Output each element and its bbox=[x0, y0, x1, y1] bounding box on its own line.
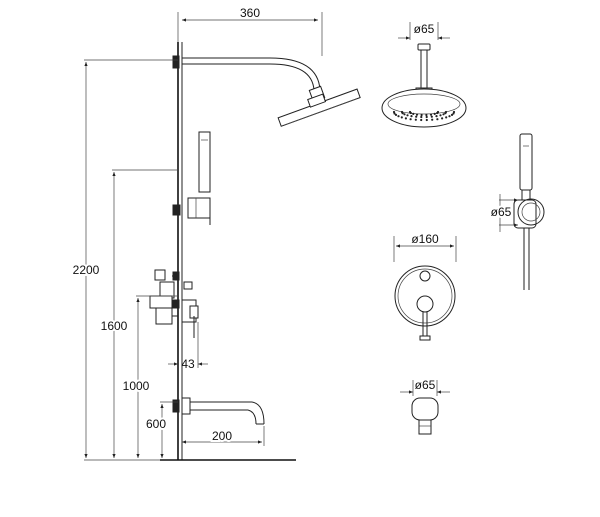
nozzle-dot bbox=[394, 113, 398, 116]
side-elevation bbox=[84, 42, 361, 461]
hand-shower-side bbox=[172, 131, 211, 225]
label-total-height: 2200 bbox=[73, 263, 100, 277]
nozzle-dot bbox=[439, 114, 442, 117]
label-mixer-depth: 43 bbox=[181, 357, 195, 371]
nozzle-dot bbox=[433, 112, 436, 115]
dimension-mixer-height: 1000 bbox=[121, 298, 152, 458]
dimension-arm-length: 360 bbox=[177, 6, 323, 56]
nozzle-dot bbox=[415, 115, 418, 118]
dimension-mixer-depth: 43 bbox=[168, 322, 208, 371]
nozzle-dot bbox=[414, 118, 417, 121]
hand-shower-front: ø65 bbox=[489, 133, 545, 290]
label-mixer-plate-dia: ø160 bbox=[411, 232, 439, 246]
nozzle-dot bbox=[393, 112, 396, 115]
nozzle-dot bbox=[410, 115, 413, 118]
shower-head-front: ø65 bbox=[381, 22, 467, 128]
label-spout-length: 200 bbox=[212, 429, 232, 443]
nozzle-dot bbox=[448, 115, 451, 118]
nozzle-dot bbox=[409, 118, 412, 121]
nozzle-dot bbox=[401, 112, 404, 115]
bath-spout-side bbox=[172, 397, 265, 425]
dimension-handshower-height: 1600 bbox=[99, 172, 130, 458]
nozzle-dot bbox=[403, 113, 406, 116]
label-head-flange-dia: ø65 bbox=[414, 22, 435, 36]
nozzle-dot bbox=[409, 111, 412, 115]
nozzle-dot bbox=[420, 118, 423, 122]
nozzle-dot bbox=[420, 115, 423, 119]
nozzle-dot bbox=[412, 112, 415, 115]
nozzle-pattern bbox=[392, 110, 456, 122]
dimension-spout-height: 600 bbox=[144, 404, 168, 458]
label-spout-height: 600 bbox=[146, 417, 166, 431]
label-spout-flange-dia: ø65 bbox=[415, 378, 436, 392]
nozzle-dot bbox=[431, 118, 434, 121]
nozzle-dot bbox=[441, 117, 444, 120]
shower-arm bbox=[172, 55, 326, 103]
spout-front: ø65 bbox=[400, 378, 450, 435]
nozzle-dot bbox=[429, 113, 433, 116]
label-handshower-height: 1600 bbox=[101, 319, 128, 333]
nozzle-dot bbox=[400, 116, 403, 119]
nozzle-dot bbox=[444, 110, 448, 114]
label-arm-length: 360 bbox=[240, 6, 260, 20]
nozzle-dot bbox=[406, 114, 409, 117]
shower-head-side bbox=[277, 88, 361, 127]
dimension-total-height: 2200 bbox=[71, 62, 102, 458]
nozzle-dot bbox=[430, 115, 433, 118]
label-mixer-height: 1000 bbox=[123, 379, 150, 393]
nozzle-dot bbox=[415, 113, 419, 116]
nozzle-dot bbox=[397, 115, 400, 118]
nozzle-dot bbox=[436, 110, 440, 114]
nozzle-dot bbox=[450, 113, 454, 116]
nozzle-dot bbox=[404, 117, 407, 120]
mixer-body-side bbox=[149, 269, 199, 338]
nozzle-dot bbox=[442, 113, 445, 116]
nozzle-dot bbox=[425, 118, 428, 122]
nozzle-dot bbox=[435, 115, 438, 118]
nozzle-dot bbox=[420, 113, 423, 117]
label-handshower-flange-dia: ø65 bbox=[491, 205, 512, 219]
nozzle-dot bbox=[436, 118, 439, 121]
nozzle-dot bbox=[452, 110, 456, 114]
nozzle-dot bbox=[425, 113, 428, 117]
dimension-spout-length: 200 bbox=[182, 426, 265, 446]
mixer-front: ø160 bbox=[393, 232, 457, 341]
nozzle-dot bbox=[425, 115, 428, 119]
nozzle-dot bbox=[445, 116, 448, 119]
